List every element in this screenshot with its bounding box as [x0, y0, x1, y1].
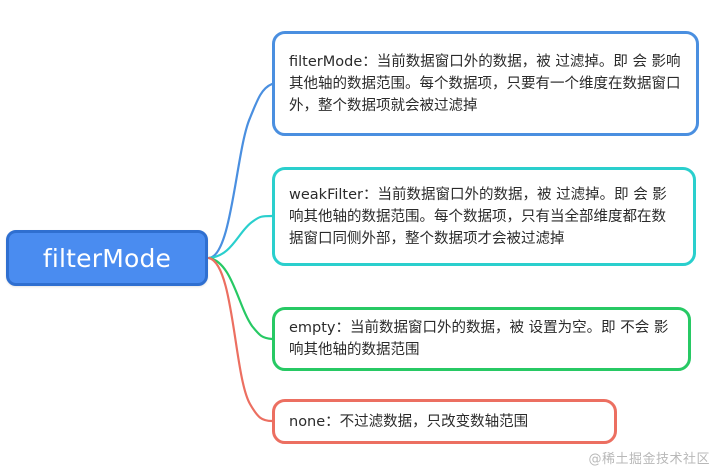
branch-node-label: none：不过滤数据，只改变数轴范围 [289, 413, 529, 430]
branch-node-label: weakFilter：当前数据窗口外的数据，被 过滤掉。即 会 影响其他轴的数据… [289, 186, 667, 247]
branch-node-empty[interactable]: empty：当前数据窗口外的数据，被 设置为空。即 不会 影响其他轴的数据范围 [272, 307, 691, 371]
watermark: @稀土掘金技术社区 [588, 452, 710, 467]
root-node-filterMode[interactable]: filterMode [6, 230, 208, 286]
root-node-label: filterMode [42, 243, 172, 273]
branch-node-filterMode[interactable]: filterMode：当前数据窗口外的数据，被 过滤掉。即 会 影响其他轴的数据… [272, 31, 699, 136]
branch-node-label: filterMode：当前数据窗口外的数据，被 过滤掉。即 会 影响其他轴的数据… [289, 53, 681, 114]
connector-to-empty [207, 256, 274, 341]
branch-node-label: empty：当前数据窗口外的数据，被 设置为空。即 不会 影响其他轴的数据范围 [289, 320, 669, 358]
connector-to-none [207, 256, 274, 423]
branch-node-none[interactable]: none：不过滤数据，只改变数轴范围 [272, 399, 617, 444]
branch-node-weakFilter[interactable]: weakFilter：当前数据窗口外的数据，被 过滤掉。即 会 影响其他轴的数据… [272, 167, 696, 266]
connector-to-weakFilter [207, 214, 274, 260]
connector-to-filterMode [207, 82, 274, 260]
